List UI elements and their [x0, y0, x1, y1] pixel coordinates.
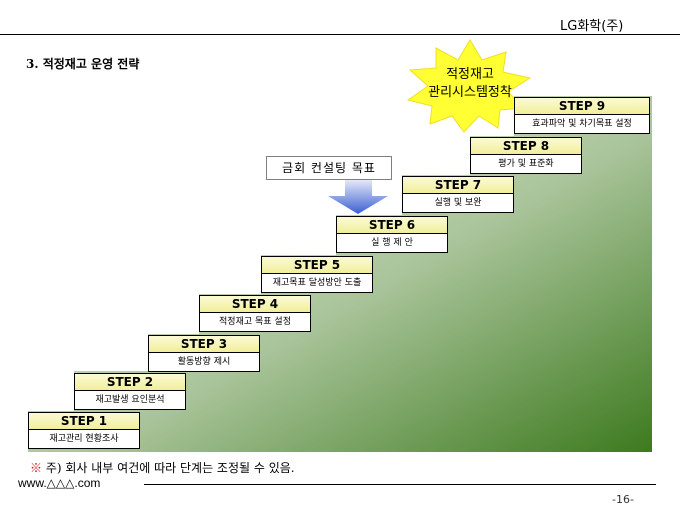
step-8: STEP 8 평가 및 표준화 — [470, 137, 582, 174]
adjustment-note: ※ 주) 회사 내부 여건에 따라 단계는 조정될 수 있음. — [30, 459, 295, 476]
goal-line-1: 적정재고 — [446, 67, 494, 82]
starburst-shape — [406, 39, 532, 133]
step-8-desc: 평가 및 표준화 — [470, 155, 582, 174]
note-mark: ※ — [30, 461, 43, 475]
step-7: STEP 7 실행 및 보완 — [402, 176, 514, 213]
step-2-label: STEP 2 — [74, 373, 186, 391]
step-6-label: STEP 6 — [336, 216, 448, 234]
step-4: STEP 4 적정재고 목표 설정 — [199, 295, 311, 332]
section-title: 3. 적정재고 운영 전략 — [26, 57, 140, 71]
page-number: -16- — [612, 493, 634, 506]
step-1: STEP 1 재고관리 현황조사 — [28, 412, 140, 449]
step-6: STEP 6 실 행 제 안 — [336, 216, 448, 253]
step-3: STEP 3 활동방향 제시 — [148, 335, 260, 372]
header-divider — [0, 34, 680, 35]
step-4-label: STEP 4 — [199, 295, 311, 313]
step-1-label: STEP 1 — [28, 412, 140, 430]
step-7-desc: 실행 및 보완 — [402, 194, 514, 213]
step-3-desc: 활동방향 제시 — [148, 353, 260, 372]
step-8-label: STEP 8 — [470, 137, 582, 155]
step-6-desc: 실 행 제 안 — [336, 234, 448, 253]
consulting-target-label: 금회 컨설팅 목표 — [266, 156, 392, 180]
step-9: STEP 9 효과파악 및 차기목표 설정 — [514, 97, 650, 134]
step-1-desc: 재고관리 현황조사 — [28, 430, 140, 449]
step-9-desc: 효과파악 및 차기목표 설정 — [514, 115, 650, 134]
step-5: STEP 5 재고목표 달성방안 도출 — [261, 256, 373, 293]
step-2: STEP 2 재고발생 요인분석 — [74, 373, 186, 410]
step-9-label: STEP 9 — [514, 97, 650, 115]
goal-line-2: 관리시스템정착 — [428, 85, 512, 100]
step-5-label: STEP 5 — [261, 256, 373, 274]
step-7-label: STEP 7 — [402, 176, 514, 194]
step-5-desc: 재고목표 달성방안 도출 — [261, 274, 373, 293]
note-text: 주) 회사 내부 여건에 따라 단계는 조정될 수 있음. — [42, 461, 295, 475]
footer-divider — [144, 484, 656, 485]
down-arrow-shape — [328, 178, 388, 214]
step-2-desc: 재고발생 요인분석 — [74, 391, 186, 410]
company-name: LG화학(주) — [560, 19, 624, 34]
step-3-label: STEP 3 — [148, 335, 260, 353]
step-4-desc: 적정재고 목표 설정 — [199, 313, 311, 332]
goal-starburst: 적정재고 관리시스템정착 — [415, 66, 525, 102]
footer-url: www.△△△.com — [18, 476, 101, 490]
